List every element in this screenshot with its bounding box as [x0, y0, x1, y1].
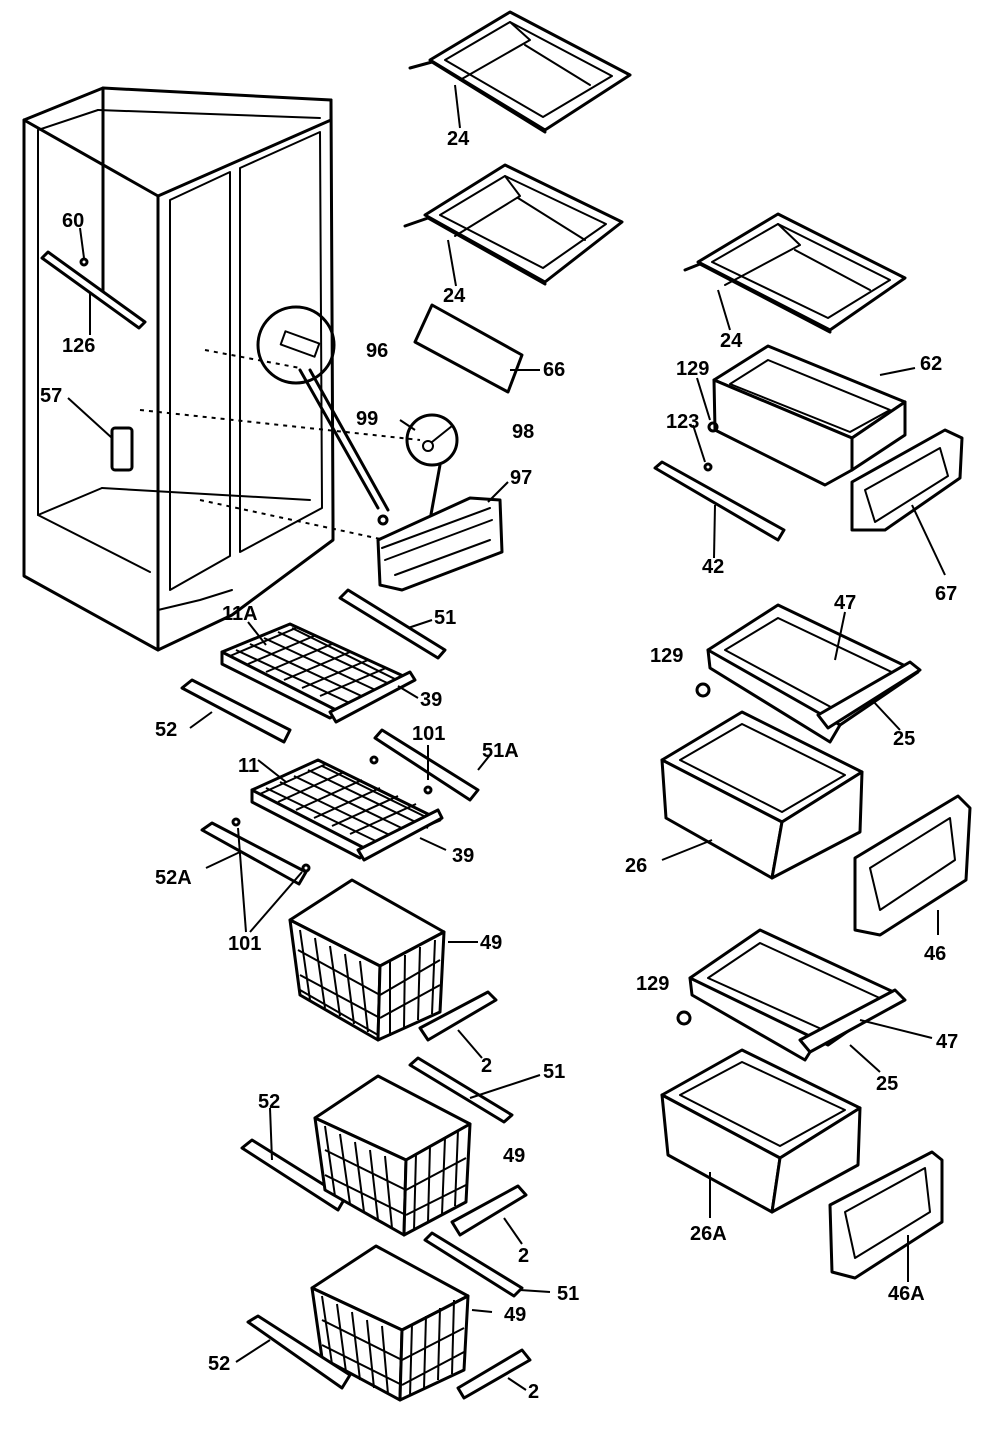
- part-2-handle-3: [456, 1348, 532, 1400]
- part-26A-crisper-pan: [660, 1048, 862, 1218]
- label-26A: 26A: [690, 1223, 727, 1245]
- label-24-right: 24: [720, 330, 743, 352]
- label-2-lower: 2: [528, 1381, 539, 1403]
- label-126: 126: [62, 335, 95, 357]
- label-26: 26: [625, 855, 647, 877]
- label-25-lower: 25: [876, 1073, 898, 1095]
- label-62: 62: [920, 353, 942, 375]
- label-57: 57: [40, 385, 62, 407]
- part-49-wire-basket-3: [310, 1244, 493, 1402]
- part-24-shelf-right: [683, 212, 907, 334]
- label-51-lower: 51: [557, 1283, 579, 1305]
- label-46A: 46A: [888, 1283, 925, 1305]
- label-129-middle: 129: [650, 645, 683, 667]
- label-49-middle: 49: [503, 1145, 525, 1167]
- part-67-drawer-front: [850, 428, 964, 576]
- part-49-wire-basket-1: [288, 878, 478, 1042]
- label-67: 67: [935, 583, 957, 605]
- label-101-upper: 101: [412, 723, 445, 745]
- label-98: 98: [512, 421, 534, 443]
- label-47-lower: 47: [936, 1031, 958, 1053]
- part-51-rail-lower: [423, 1231, 551, 1298]
- part-47-25-crisper-cover-upper: [706, 603, 922, 744]
- detail-circle-hinge: [256, 305, 390, 512]
- label-51A: 51A: [482, 740, 519, 762]
- label-96: 96: [366, 340, 388, 362]
- label-24-top: 24: [447, 128, 470, 150]
- label-2-upper: 2: [481, 1055, 492, 1077]
- part-49-wire-basket-2: [313, 1074, 472, 1237]
- label-25-upper: 25: [893, 728, 915, 750]
- label-51-middle: 51: [543, 1061, 565, 1083]
- part-52-bracket-upper: [180, 678, 292, 744]
- label-52-lower: 52: [208, 1353, 230, 1375]
- part-11A-wire-shelf: [220, 621, 417, 724]
- part-126-rail: [40, 250, 147, 335]
- part-2-handle-2: [450, 1184, 528, 1245]
- label-11A: 11A: [222, 603, 258, 625]
- label-66: 66: [543, 359, 565, 381]
- label-49-upper: 49: [480, 932, 502, 954]
- label-60: 60: [62, 210, 84, 232]
- part-99-detail-circle: [399, 413, 459, 522]
- part-62-crisper-pan: [712, 344, 916, 487]
- part-labels: 24 24 24 60 126 57 96 66 99 98 97 129 62…: [40, 128, 958, 1403]
- label-47-upper: 47: [834, 592, 856, 614]
- part-52-bracket-lower: [235, 1314, 352, 1390]
- label-129-top: 129: [676, 358, 709, 380]
- part-52A-bracket: [200, 817, 311, 933]
- label-52-middle: 52: [258, 1091, 280, 1113]
- label-129-lower: 129: [636, 973, 669, 995]
- refrigerator-cabinet: [22, 86, 335, 652]
- label-46: 46: [924, 943, 946, 965]
- label-39-lower: 39: [452, 845, 474, 867]
- label-11: 11: [238, 755, 259, 777]
- part-129-screw-top: [707, 421, 719, 433]
- label-123: 123: [666, 411, 699, 433]
- label-2-middle: 2: [518, 1245, 529, 1267]
- label-24-middle: 24: [443, 285, 466, 307]
- part-60-screw: [79, 227, 89, 267]
- part-123-screw: [703, 462, 713, 472]
- part-46-drawer-front: [853, 794, 972, 937]
- part-51-rail-middle: [408, 1056, 541, 1124]
- label-101-lower: 101: [228, 933, 261, 955]
- part-46A-drawer-front: [828, 1150, 944, 1282]
- label-51-upper: 51: [434, 607, 456, 629]
- label-52-upper: 52: [155, 719, 177, 741]
- part-66-channel: [413, 303, 540, 394]
- part-51-rail-upper: [338, 588, 447, 660]
- part-24-shelf-top: [408, 10, 632, 134]
- part-97-cover: [376, 481, 509, 592]
- part-26-crisper-pan: [660, 710, 864, 880]
- label-42: 42: [702, 556, 724, 578]
- label-49-lower: 49: [504, 1304, 526, 1326]
- part-129-screw-lower: [676, 1010, 692, 1026]
- label-39-upper: 39: [420, 689, 442, 711]
- part-42-rail: [653, 460, 786, 559]
- part-47-25-crisper-cover-lower: [688, 928, 933, 1073]
- part-2-handle-1: [418, 990, 498, 1059]
- part-57-bracket: [67, 397, 134, 472]
- part-129-screw-middle: [695, 682, 711, 698]
- part-11-wire-shelf: [250, 758, 447, 862]
- label-52A: 52A: [155, 867, 192, 889]
- part-24-shelf-middle: [403, 163, 624, 287]
- part-51A-rail: [369, 728, 491, 802]
- label-99: 99: [356, 408, 378, 430]
- label-97: 97: [510, 467, 532, 489]
